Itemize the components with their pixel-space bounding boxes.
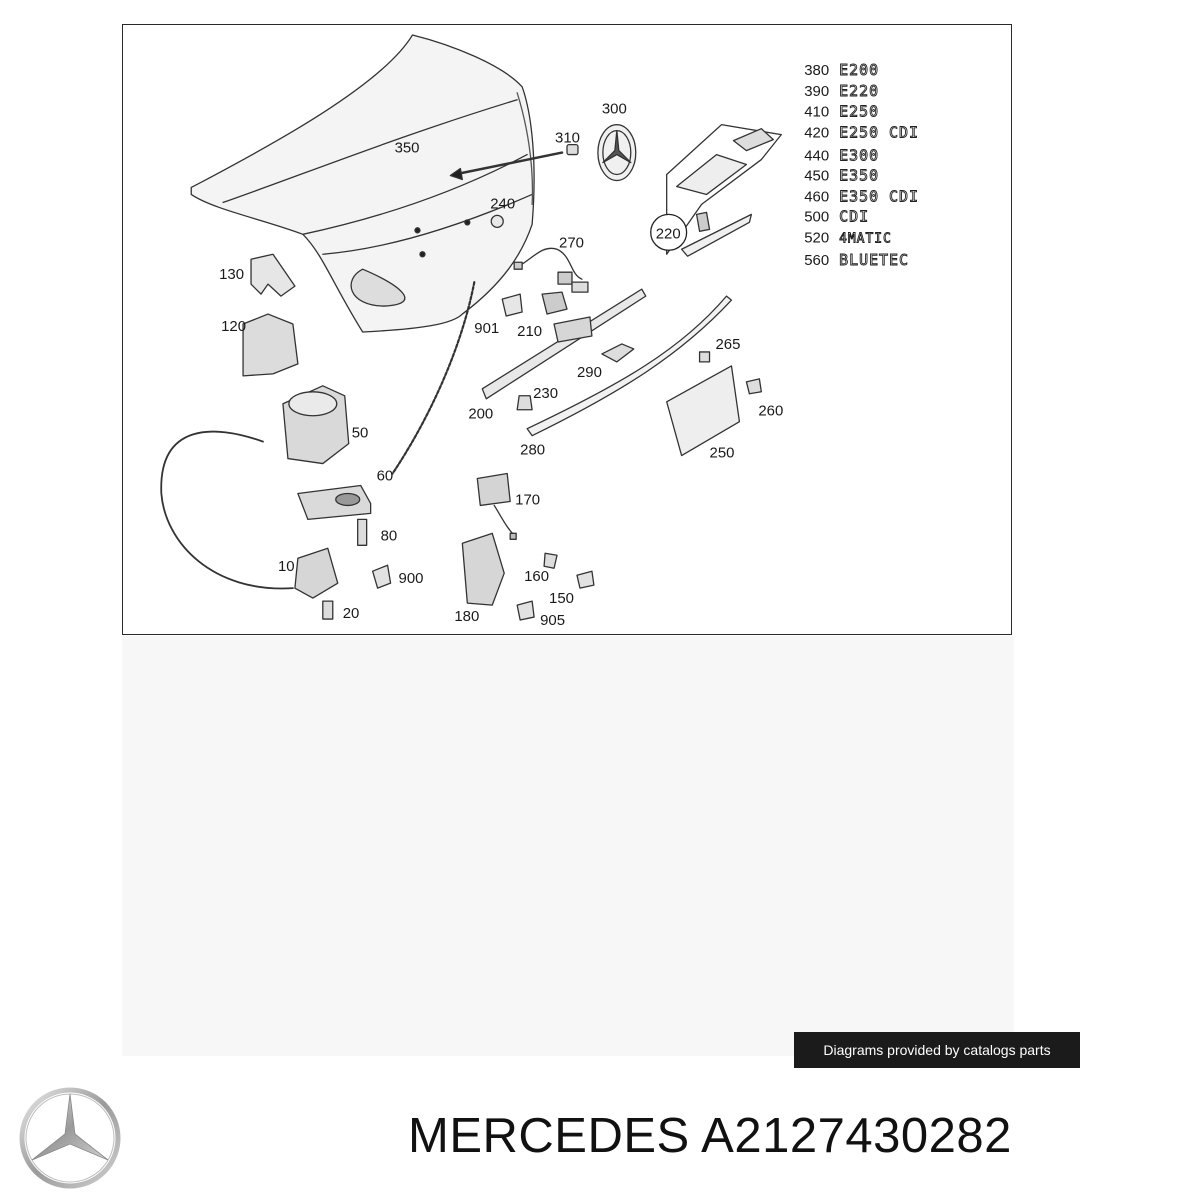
legend-badge-410: E250 [839,103,879,121]
callout-250: 250 [710,445,735,462]
callout-300: 300 [602,101,627,118]
callout-900: 900 [399,570,424,587]
clip-265 [698,351,711,363]
trunk-lid [190,34,535,333]
parts-diagram-drawing: 350 310 300 240 270 220 130 120 901 210 … [160,34,919,629]
screw-160 [543,552,558,569]
callout-120: 120 [221,318,246,335]
callout-20: 20 [343,605,360,622]
bracket-130 [250,253,296,297]
clip-901 [501,293,523,317]
callout-240: 240 [490,195,515,212]
callout-270: 270 [559,234,584,251]
legend-badge-380: E200 [839,61,879,79]
callout-130: 130 [219,266,244,283]
callout-310: 310 [555,130,580,147]
callout-160: 160 [524,568,549,585]
motor-180 [461,532,505,606]
product-title: MERCEDES A2127430282 [408,1108,1012,1164]
parts-diagram: 350 310 300 240 270 220 130 120 901 210 … [122,24,1012,635]
callout-10: 10 [278,558,295,575]
callout-901: 901 [474,320,499,337]
clip-290 [601,343,635,363]
callout-905: 905 [540,612,565,629]
background-panel [122,636,1014,1056]
callout-350: 350 [395,140,420,157]
star-emblem-300 [597,124,637,182]
arrow-head [449,167,463,181]
callout-180: 180 [454,608,479,625]
callout-260: 260 [758,403,783,420]
lock-actuator-50 [282,385,372,521]
latch-10 [294,547,339,599]
credit-banner: Diagrams provided by catalogs parts [794,1032,1080,1068]
bracket-120 [242,313,299,377]
callout-circle-220 [650,213,688,251]
switch-170 [476,472,517,540]
legend-number-520: 520 [804,229,829,246]
legend-number-410: 410 [804,104,829,121]
trim-strip-280 [526,295,733,437]
callout-80: 80 [381,527,398,544]
release-cable [160,430,294,590]
legend-badge-560: BLUETEC [839,251,909,269]
legend-number-380: 380 [804,62,829,79]
callout-50: 50 [352,425,369,442]
callout-280: 280 [520,442,545,459]
clip-900 [371,564,392,589]
mercedes-star-logo-icon [18,1086,122,1190]
callout-200: 200 [468,406,493,423]
wire-harness-270 [513,247,589,293]
legend-badge-420: E250 CDI [839,124,919,142]
callout-210: 210 [517,323,542,340]
legend-number-440: 440 [804,148,829,165]
legend-number-500: 500 [804,208,829,225]
seal-60 [391,281,476,475]
clip-310 [566,143,579,156]
handle-bar-210 [481,288,647,400]
part-number: A2127430282 [701,1109,1012,1163]
callout-230: 230 [533,385,558,402]
callout-265: 265 [716,336,741,353]
callout-150: 150 [549,590,574,607]
plate-bracket-250 [666,365,741,457]
legend-badge-520: 4MATIC [839,231,892,246]
legend-badge-440: E300 [839,147,879,165]
legend-number-460: 460 [804,188,829,205]
panel-220 [666,124,782,257]
callout-60: 60 [377,468,394,485]
callout-220: 220 [656,225,681,242]
legend-number-450: 450 [804,167,829,184]
pin-80 [357,518,368,546]
legend-badge-500: CDI [839,207,869,225]
bolt-20 [322,600,334,620]
legend-badge-390: E220 [839,82,879,100]
legend-badge-460: E350 CDI [839,187,919,205]
screw-260 [745,378,763,395]
emblem-legend: 380 E200 390 E220 410 E250 420 E250 CDI … [804,60,919,269]
legend-badge-450: E350 [839,166,879,184]
leader-arrow [453,151,564,176]
nut-230 [516,395,533,411]
callout-290: 290 [577,364,602,381]
bolt-240 [490,214,504,228]
legend-number-420: 420 [804,125,829,142]
clip-150 [576,570,595,589]
legend-number-390: 390 [804,83,829,100]
legend-number-560: 560 [804,252,829,269]
callout-170: 170 [515,491,540,508]
clip-905 [516,600,535,621]
brand-name: MERCEDES [408,1109,690,1163]
